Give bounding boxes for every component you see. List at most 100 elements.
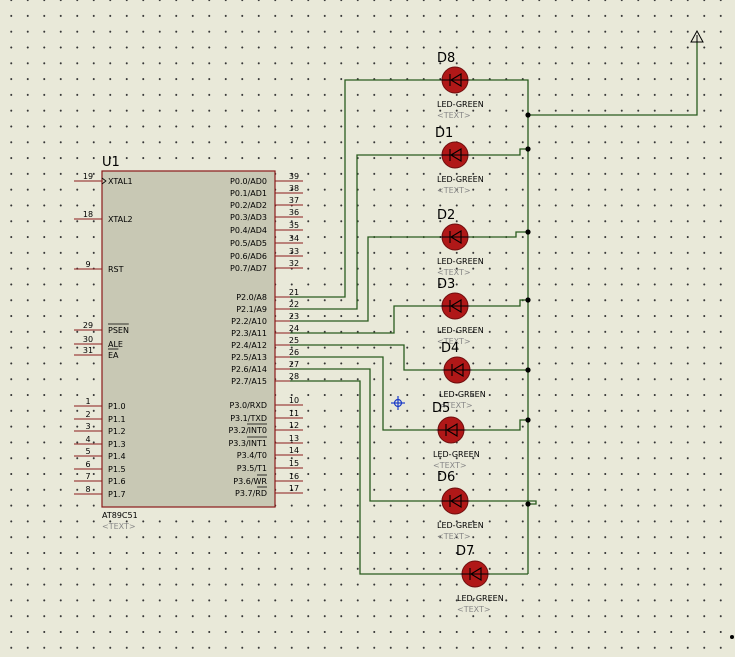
junction-dot: [525, 501, 531, 507]
mcu-pin-left[interactable]: 6P1.5: [74, 460, 126, 474]
pin-label: P0.7/AD7: [230, 264, 267, 273]
pin-label: XTAL2: [108, 215, 133, 224]
pin-number: 30: [83, 335, 93, 344]
led-text-placeholder: <TEXT>: [433, 461, 467, 470]
led-part-label: LED-GREEN: [437, 521, 484, 530]
wire-d2-bus: [470, 231, 528, 238]
pin-label: P3.1/TXD: [230, 414, 267, 423]
junction-dot: [525, 367, 531, 373]
pin-number: 9: [85, 260, 90, 269]
wire-net[interactable]: [290, 42, 698, 575]
pin-number: 19: [83, 172, 93, 181]
pin-label: P1.5: [108, 465, 126, 474]
pin-number: 1: [85, 397, 90, 406]
wire-d3-bus: [470, 299, 528, 307]
pin-number: 2: [85, 410, 90, 419]
crosshair-cursor-icon: [391, 396, 405, 410]
mcu-pin-left[interactable]: 3P1.2: [74, 422, 126, 436]
pin-label: P1.6: [108, 477, 126, 486]
mcu-body[interactable]: [101, 170, 276, 508]
pin-number: 28: [289, 372, 299, 381]
pin-label: RST: [108, 265, 124, 274]
pin-number: 25: [289, 336, 299, 345]
pin-number: 23: [289, 312, 299, 321]
mcu-u1[interactable]: U1 19XTAL118XTAL29RST29PSEN30ALE31EA1P1.…: [74, 155, 303, 531]
mcu-pin-left[interactable]: 4P1.3: [74, 435, 126, 449]
pin-number: 35: [289, 221, 299, 230]
power-terminal-icon[interactable]: [690, 29, 704, 43]
pin-label: P2.6/A14: [231, 365, 267, 374]
mcu-pin-left[interactable]: 5P1.4: [74, 447, 126, 461]
led-part-label: LED-GREEN: [457, 594, 504, 603]
pin-number: 5: [85, 447, 90, 456]
pin-label: P0.5/AD5: [230, 239, 267, 248]
pin-label: P3.3/INT1: [228, 439, 267, 448]
led-part-label: LED-GREEN: [437, 175, 484, 184]
pin-label: P0.3/AD3: [230, 213, 267, 222]
led-part-label: LED-GREEN: [437, 100, 484, 109]
led-part-label: LED-GREEN: [437, 326, 484, 335]
pin-number: 14: [289, 446, 299, 455]
mcu-part-label: AT89C51: [102, 511, 138, 520]
pin-label: P2.5/A13: [231, 353, 267, 362]
pin-label: P1.3: [108, 440, 126, 449]
led-text-placeholder: <TEXT>: [437, 268, 471, 277]
mcu-right-pins: 39P0.0/AD038P0.1/AD137P0.2/AD236P0.3/AD3…: [228, 172, 303, 498]
mcu-pin-left[interactable]: 8P1.7: [74, 485, 126, 499]
pin-label: P1.7: [108, 490, 126, 499]
wire-p27-d7: [290, 380, 460, 575]
mcu-pin-left[interactable]: 1P1.0: [74, 397, 126, 411]
wire-d1-bus: [470, 148, 528, 156]
pin-number: 18: [83, 210, 93, 219]
led-ref: D1: [435, 126, 453, 141]
pin-number: 33: [289, 247, 299, 256]
pin-number: 15: [289, 459, 299, 468]
wire-p23-d3: [290, 305, 440, 334]
pin-label: P0.2/AD2: [230, 201, 267, 210]
wire-p26-d6: [290, 368, 440, 502]
mcu-pin-left[interactable]: 7P1.6: [74, 472, 126, 486]
wire-p21-d1: [290, 154, 440, 310]
pin-label: P1.2: [108, 427, 126, 436]
pin-number: 22: [289, 300, 299, 309]
pin-number: 4: [85, 435, 90, 444]
mcu-pin-left[interactable]: 2P1.1: [74, 410, 126, 424]
junction-dot: [730, 635, 734, 639]
junction-dot: [525, 229, 531, 235]
pin-number: 36: [289, 208, 299, 217]
pin-number: 26: [289, 348, 299, 357]
wire-p22-d2: [290, 236, 440, 322]
led-part-label: LED-GREEN: [439, 390, 486, 399]
